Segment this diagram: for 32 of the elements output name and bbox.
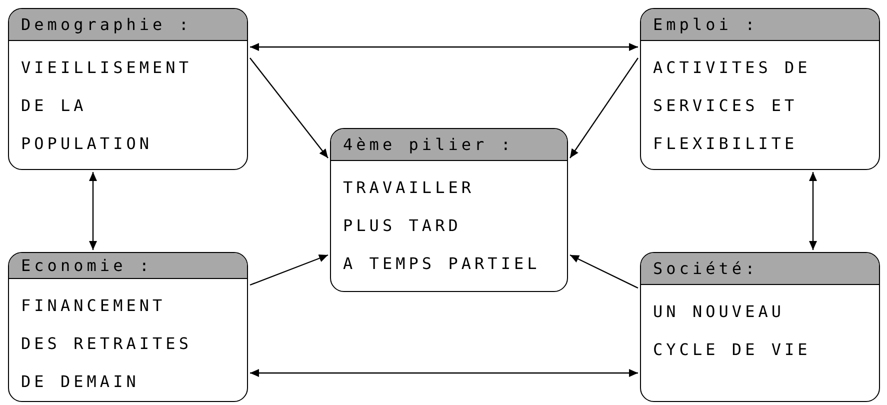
box-text: FINANCEMENT (21, 295, 167, 317)
arrow (570, 254, 638, 289)
box-header: 4ème pilier : (331, 129, 567, 161)
box-text: POPULATION (21, 133, 154, 155)
arrow (570, 58, 638, 158)
box-header: Société: (641, 253, 879, 285)
arrow (250, 369, 638, 377)
arrow (250, 58, 328, 158)
box-header: Demographie : (9, 9, 247, 41)
box-text: A TEMPS PARTIEL (343, 253, 542, 275)
box-text: TRAVAILLER (343, 177, 476, 199)
arrow (809, 172, 817, 250)
box-text: DE DEMAIN (21, 371, 140, 393)
box-text: ACTIVITES DE (653, 57, 812, 79)
box-text: UN NOUVEAU (653, 301, 786, 323)
box-text: CYCLE DE VIE (653, 339, 812, 361)
topic-box (330, 128, 568, 292)
box-header: Emploi : (641, 9, 879, 41)
box-text: FLEXIBILITE (653, 133, 799, 155)
box-text: DE LA (21, 95, 88, 117)
box-header: Economie : (9, 253, 247, 279)
box-text: PLUS TARD (343, 215, 462, 237)
topic-box (8, 8, 248, 170)
arrow (89, 172, 97, 250)
box-text: SERVICES ET (653, 95, 799, 117)
arrow (250, 43, 638, 51)
topic-box (640, 252, 880, 402)
topic-box (640, 8, 880, 170)
topic-box (8, 252, 248, 402)
box-text: DES RETRAITES (21, 333, 193, 355)
box-text: VIEILLISEMENT (21, 57, 193, 79)
arrow (250, 254, 328, 286)
